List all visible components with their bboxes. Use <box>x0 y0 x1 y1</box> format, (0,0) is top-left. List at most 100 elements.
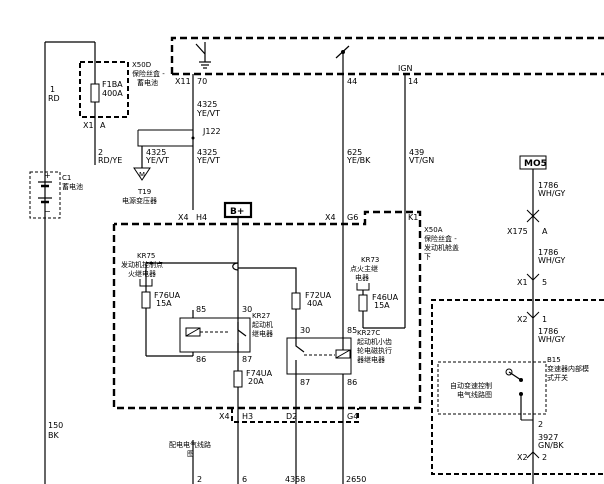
svg-text:H4: H4 <box>196 213 207 222</box>
svg-text:15A: 15A <box>156 299 172 308</box>
fuse-f1ba-symbol <box>90 83 100 103</box>
relay-kr27c: 30 85 87 86 KR27C 起动机小齿 轮电磁执行 器继电器 <box>286 326 392 408</box>
svg-text:电气线路图: 电气线路图 <box>457 390 492 399</box>
kr27-label: 起动机 <box>252 320 273 329</box>
ign-label: IGN <box>398 64 413 73</box>
svg-text:40A: 40A <box>307 299 323 308</box>
svg-text:下: 下 <box>424 253 431 261</box>
svg-text:400A: 400A <box>102 89 123 98</box>
svg-text:3927: 3927 <box>538 433 558 442</box>
svg-text:YE/BK: YE/BK <box>346 156 371 165</box>
svg-text:器继电器: 器继电器 <box>357 355 385 364</box>
svg-text:X4: X4 <box>178 213 189 222</box>
relay-kr27: 85 30 86 87 KR27 起动机 继电器 <box>179 305 273 364</box>
battery-minus-icon: − <box>44 207 51 216</box>
svg-text:14: 14 <box>408 77 418 86</box>
fuse-f72ua: F72UA 40A <box>291 291 332 338</box>
svg-text:G4: G4 <box>347 412 358 421</box>
svg-text:D2: D2 <box>286 412 297 421</box>
svg-text:20A: 20A <box>248 377 264 386</box>
bottom-connectors: X4 H3 D2 G4 配电电气线路 图 2 6 4358 2650 <box>169 374 366 484</box>
svg-text:4325: 4325 <box>197 148 217 157</box>
svg-text:火继电器: 火继电器 <box>128 269 156 278</box>
svg-text:RD/YE: RD/YE <box>98 156 122 165</box>
trans-switch-label: 变速器内部模 <box>547 364 589 373</box>
svg-text:蓄电池: 蓄电池 <box>137 78 158 87</box>
ignition-switch-section: 44 14 IGN 625 YE/BK 439 VT/GN <box>335 45 434 328</box>
x11-j122-section: X11 70 4325 YE/VT J122 4325 YE/VT 4325 Y… <box>122 42 221 210</box>
svg-text:发动机舱盖: 发动机舱盖 <box>424 243 459 252</box>
svg-text:YE/VT: YE/VT <box>145 156 169 165</box>
svg-text:T19: T19 <box>137 188 151 196</box>
svg-text:X1: X1 <box>83 121 94 130</box>
svg-text:WH/GY: WH/GY <box>538 189 565 198</box>
svg-text:X2: X2 <box>517 453 528 462</box>
svg-text:1786: 1786 <box>538 327 558 336</box>
fuse-f1ba-label: F1BA <box>102 80 123 89</box>
svg-text:X2: X2 <box>517 315 528 324</box>
battery-plus-icon: + <box>44 171 51 180</box>
svg-text:YE/VT: YE/VT <box>196 156 220 165</box>
fuse-f46ua-label: F46UA <box>372 293 399 302</box>
fuse-f74ua-label: F74UA <box>246 369 273 378</box>
svg-text:图: 图 <box>187 450 194 458</box>
svg-text:85: 85 <box>347 326 357 335</box>
wire-bk-color: BK <box>48 431 59 440</box>
svg-text:4325: 4325 <box>146 148 166 157</box>
svg-text:A: A <box>542 227 548 236</box>
svg-text:2: 2 <box>542 453 547 462</box>
battery-fuse-box: X50D 保险丝盒 - 蓄电池 F1BA 400A X1 A <box>79 61 165 165</box>
svg-text:6: 6 <box>242 475 247 484</box>
svg-text:X1: X1 <box>517 278 528 287</box>
svg-text:87: 87 <box>300 378 310 387</box>
svg-text:VT/GN: VT/GN <box>409 156 434 165</box>
svg-text:X11: X11 <box>175 77 191 86</box>
svg-text:YE/VT: YE/VT <box>196 109 220 118</box>
svg-text:KR73: KR73 <box>361 256 379 264</box>
svg-text:86: 86 <box>196 355 206 364</box>
svg-text:2: 2 <box>197 475 202 484</box>
svg-text:MO5: MO5 <box>524 159 547 169</box>
svg-text:86: 86 <box>347 378 357 387</box>
internal-bus <box>145 262 297 293</box>
fuse-f74ua: F74UA 20A <box>233 369 273 388</box>
svg-text:KR27: KR27 <box>252 312 270 320</box>
svg-text:1: 1 <box>542 315 547 324</box>
svg-text:X50A: X50A <box>424 226 443 234</box>
engine-fuse-box: X4 H4 X4 G6 K1 X50A 保险丝盒 - 发动机舱盖 下 <box>112 210 459 410</box>
svg-text:GN/BK: GN/BK <box>538 441 564 450</box>
svg-text:4325: 4325 <box>197 100 217 109</box>
svg-text:轮电磁执行: 轮电磁执行 <box>357 346 392 355</box>
svg-text:M: M <box>139 171 145 179</box>
relay-kr75: KR75 发动机控制点 火继电器 F76UA 15A <box>121 252 193 357</box>
fuse-f72ua-label: F72UA <box>305 291 332 300</box>
svg-text:WH/GY: WH/GY <box>538 335 565 344</box>
kr27c-label: 起动机小齿 <box>357 337 392 346</box>
svg-text:X4: X4 <box>219 412 230 421</box>
battery-main-wire: 1 RD 2 RD/YE 150 BK <box>44 41 122 484</box>
svg-text:70: 70 <box>197 77 207 86</box>
svg-text:K1: K1 <box>408 213 418 222</box>
svg-text:150: 150 <box>48 421 63 430</box>
svg-text:439: 439 <box>409 148 424 157</box>
connector-x175-label: X175 <box>507 227 528 236</box>
svg-text:4358: 4358 <box>285 475 305 484</box>
bplus-label: B+ <box>230 207 244 217</box>
svg-text:30: 30 <box>242 305 252 314</box>
power-transformer-label: 电源变压器 <box>122 196 157 205</box>
svg-text:1786: 1786 <box>538 248 558 257</box>
right-transmission-section: MO5 1786 WH/GY X175 A 1786 WH/GY X1 5 X2… <box>431 155 604 484</box>
wire-rd-color: RD <box>48 94 60 103</box>
svg-text:式开关: 式开关 <box>547 373 568 382</box>
x50d-label: X50D <box>132 61 151 69</box>
svg-text:2: 2 <box>538 420 543 429</box>
svg-text:B15: B15 <box>547 356 561 364</box>
battery-c1: + − C1 蓄电池 <box>29 171 83 219</box>
svg-text:A: A <box>100 121 106 130</box>
fuse-box-battery-label: 保险丝盒 - <box>132 69 165 78</box>
svg-text:G6: G6 <box>347 213 358 222</box>
relay-kr73: KR73 点火主继 电器 F46UA 15A <box>350 256 405 329</box>
svg-text:15A: 15A <box>374 301 390 310</box>
kr73-label: 点火主继 <box>350 264 378 273</box>
